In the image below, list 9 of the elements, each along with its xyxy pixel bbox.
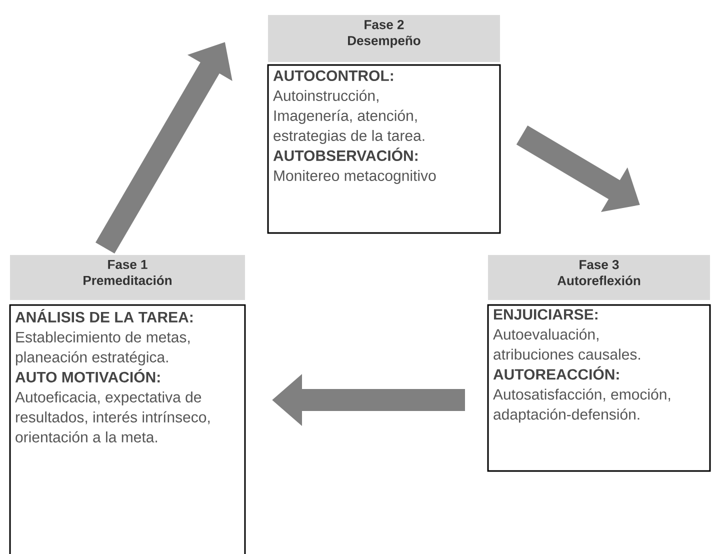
node-label: Fase 2 Desempeño: [348, 20, 420, 48]
node-label: Establecimiento de metas, planeación estratégica.: [16, 331, 190, 366]
node-label: ANÁLISIS DE LA TAREA:: [15, 309, 192, 322]
phase-box: Fase 2 Desempeño AUTOCONTROL: Autoinstrucción, Imagenería, atención, estrategias de la tarea. AUTOBSERVACIÓN: Monitereo metacognitivo: [267, 15, 501, 234]
node-label: Autoeficacia, expectativa de resultados, interés intrínseco, orientación a la meta.: [15, 391, 210, 442]
node-label: AUTO MOTIVACIÓN:: [15, 369, 160, 382]
phase-box: Fase 1 Premeditación ANÁLISIS DE LA TAREA: Establecimiento de metas, planeación estratégica. AUTO MOTIVACIÓN: Autoeficacia, expectativa de resultados, interés intrínseco, orientación a la meta.: [9, 255, 246, 554]
phase-box: Fase 3 Autoreflexión ENJUICIARSE: Autoevaluación, atribuciones causales. AUTOREACCIÓN: Autosatisfacción, emoción, adaptación-defensión.: [487, 255, 711, 472]
node-label: Fase 3 Autoreflexión: [557, 260, 640, 286]
